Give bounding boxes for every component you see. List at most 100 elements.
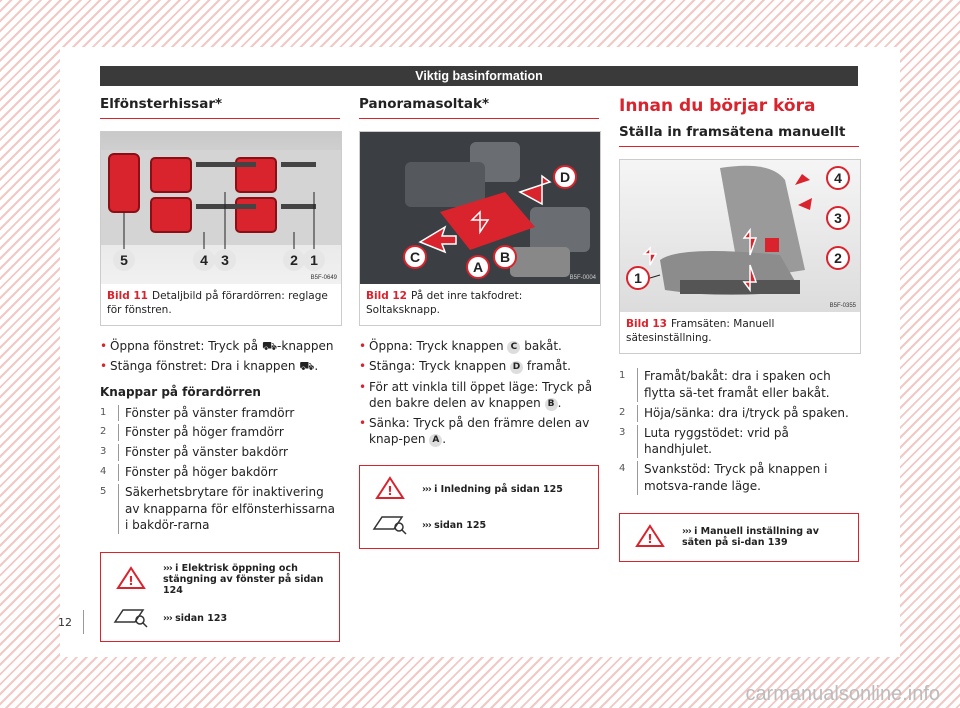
callout-label: 3 xyxy=(834,210,842,226)
bullet-text: För att vinkla till öppet läge: Tryck på… xyxy=(369,379,593,410)
caption-text: Framsäten: Manuell sätesinställning. xyxy=(626,318,775,344)
bullet-item: Stänga: Tryck knappen D framåt. xyxy=(359,358,599,374)
seat-image: 4 3 2 1 B5F-0355 xyxy=(620,160,860,312)
chapter-title: Innan du börjar köra xyxy=(619,96,816,116)
list-item: 2 Höja/sänka: dra i/tryck på spaken. xyxy=(619,404,859,422)
bullet-item: Sänka: Tryck på den främre delen av knap… xyxy=(359,415,599,448)
item-number: 5 xyxy=(100,483,119,535)
item-text: Fönster på vänster bakdörr xyxy=(125,445,288,460)
item-number: 4 xyxy=(619,461,638,495)
page-header: Viktig basinformation xyxy=(100,66,858,86)
button-badge: A xyxy=(429,434,443,448)
callout-label: C xyxy=(410,249,420,265)
callout-marker xyxy=(553,165,577,189)
callout-label: A xyxy=(473,259,483,275)
warning-row: ! ››› i Inledning på sidan 125 xyxy=(368,476,590,503)
svg-text:!: ! xyxy=(647,532,652,546)
callout-marker xyxy=(826,166,850,190)
bullet-text: bakåt. xyxy=(524,339,562,354)
callout-marker xyxy=(283,249,305,271)
link-arrows: ››› xyxy=(422,520,432,532)
warning-link[interactable]: ››› i Inledning på sidan 125 xyxy=(412,484,563,495)
item-number: 2 xyxy=(100,424,119,442)
callout-marker xyxy=(826,206,850,230)
callout-marker xyxy=(466,255,490,279)
bullet-text: . xyxy=(442,432,447,447)
item-number: 4 xyxy=(100,464,119,481)
watermark: carmanualsonline.info xyxy=(745,683,940,705)
item-text: Fönster på höger framdörr xyxy=(125,425,284,440)
svg-text:!: ! xyxy=(128,574,133,588)
callout-marker xyxy=(214,249,236,271)
manual-link-text: sidan 123 xyxy=(175,613,228,625)
list-item: 2 Fönster på höger framdörr xyxy=(100,424,340,442)
bullet-text: Stänga: Tryck knappen xyxy=(369,359,507,374)
warning-triangle-icon: ! xyxy=(109,566,153,593)
figure-label: Bild 11 xyxy=(107,290,148,302)
button-badge: C xyxy=(507,341,521,355)
link-arrows: ››› xyxy=(163,613,173,625)
callout-label: 1 xyxy=(634,270,642,286)
item-number: 3 xyxy=(619,424,638,459)
manual-link[interactable]: ››› sidan 123 xyxy=(153,613,227,624)
warning-link-text: i Manuell inställning av säten på si-dan… xyxy=(682,526,819,549)
window-bullets: Öppna fönstret: Tryck på ⛟-knappen Stäng… xyxy=(100,338,340,375)
book-icon xyxy=(368,513,412,538)
bullet-text: Öppna: Tryck knappen xyxy=(369,339,504,354)
bullet-text: . xyxy=(557,395,562,410)
item-text: Höja/sänka: dra i/tryck på spaken. xyxy=(644,405,849,420)
button-badge: B xyxy=(544,397,558,411)
manual-link[interactable]: ››› sidan 125 xyxy=(412,520,486,531)
figure-ref: B5F-0004 xyxy=(569,275,596,281)
book-icon xyxy=(109,606,153,631)
warning-row: ! ››› i Manuell inställning av säten på … xyxy=(628,524,850,551)
item-text: Svankstöd: Tryck på knappen i motsva-ran… xyxy=(644,462,828,494)
callout-label: 5 xyxy=(120,252,128,268)
manual-row: ››› sidan 123 xyxy=(109,606,331,631)
bullet-text: Sänka: Tryck på den främre delen av knap… xyxy=(369,416,590,447)
figure-ref: B5F-0355 xyxy=(829,303,856,309)
manual-link-text: sidan 125 xyxy=(434,520,487,532)
item-number: 1 xyxy=(100,404,119,422)
callout-marker xyxy=(193,249,215,271)
seat-illustration: 4 3 2 1 xyxy=(626,165,850,295)
item-number: 2 xyxy=(619,404,638,422)
subheading: Knappar på förardörren xyxy=(100,384,261,399)
callout-label: 4 xyxy=(200,252,208,268)
callout-label: 4 xyxy=(834,170,842,186)
callout-label: 2 xyxy=(290,252,298,268)
callout-marker xyxy=(493,245,517,269)
callout-label: 3 xyxy=(221,252,229,268)
section-title: Elfönsterhissar* xyxy=(100,96,340,119)
bullet-text: framåt. xyxy=(526,359,571,374)
list-item: 1 Fönster på vänster framdörr xyxy=(100,404,340,422)
callout-label: 2 xyxy=(834,250,842,266)
warning-link[interactable]: ››› i Elektrisk öppning och stängning av… xyxy=(153,563,331,596)
warning-link-text: i Inledning på sidan 125 xyxy=(434,484,563,496)
warning-link[interactable]: ››› i Manuell inställning av säten på si… xyxy=(672,526,850,548)
item-text: Framåt/bakåt: dra i spaken och flytta sä… xyxy=(644,369,831,401)
item-number: 3 xyxy=(100,444,119,462)
item-text: Fönster på vänster framdörr xyxy=(125,405,295,420)
callout-marker xyxy=(626,266,650,290)
section-title: Ställa in framsätena manuellt xyxy=(619,124,859,147)
bullet-item: Öppna: Tryck knappen C bakåt. xyxy=(359,338,599,354)
column-seats: Innan du börjar köra Ställa in framsäten… xyxy=(619,96,861,562)
list-item: 3 Fönster på vänster bakdörr xyxy=(100,444,340,462)
link-arrows: ››› xyxy=(422,484,432,496)
warning-box: ! ››› i Inledning på sidan 125 ››› sidan… xyxy=(359,465,599,550)
